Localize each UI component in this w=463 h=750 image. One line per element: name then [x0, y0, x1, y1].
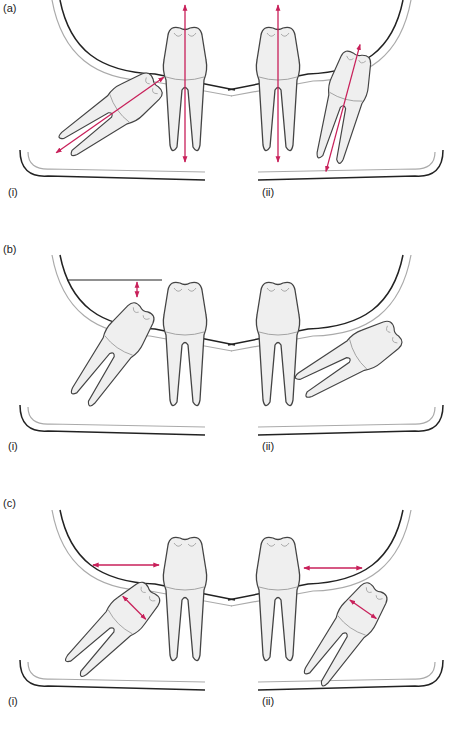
panel-letter: (a) — [3, 2, 16, 15]
sub-panel-label: (i) — [8, 695, 18, 708]
panel-b-right — [228, 255, 443, 435]
tooth-drawing-part — [20, 0, 235, 180]
tooth-drawing-part — [54, 67, 167, 163]
tooth-drawing-part — [65, 298, 161, 411]
tooth-drawing-part — [298, 578, 394, 691]
panel-letter: (b) — [3, 243, 16, 256]
tooth-drawing-part — [277, 5, 278, 162]
tooth-drawing-part — [291, 315, 407, 404]
tooth-drawing-part — [20, 255, 235, 435]
tooth-drawing-part — [228, 510, 443, 690]
tooth-drawing-part — [228, 255, 443, 435]
tooth-drawing-part — [350, 600, 377, 619]
sub-panel-label: (ii) — [262, 186, 274, 199]
panel-c-left — [20, 510, 235, 690]
tooth-drawing-part — [326, 45, 360, 172]
tooth-drawing-part — [65, 298, 161, 411]
sub-panel-label: (ii) — [262, 695, 274, 708]
tooth-drawing-part — [93, 564, 159, 565]
panel-letter: (c) — [3, 497, 16, 510]
tooth-drawing-part — [123, 596, 146, 619]
tooth-drawing-part — [304, 567, 362, 568]
tooth-drawing-part — [163, 282, 206, 405]
panel-b-left — [20, 255, 235, 435]
tooth-drawing-part — [60, 576, 166, 682]
tooth-drawing-part — [291, 315, 407, 404]
tooth-drawing-part — [45, 61, 175, 168]
tooth-drawing-part — [307, 39, 379, 176]
tooth-drawing-part — [60, 576, 166, 682]
panel-c-right — [228, 510, 443, 691]
sub-panel-label: (i) — [8, 186, 18, 199]
sub-panel-label: (ii) — [262, 440, 274, 453]
tooth-drawing-part — [256, 282, 299, 405]
tooth-drawing-part — [56, 77, 164, 152]
tooth-drawing-part — [20, 510, 235, 690]
tooth-drawing-part — [163, 537, 206, 660]
tooth-drawing-part — [256, 537, 299, 660]
tooth-drawing-part — [228, 0, 443, 180]
panel-a-left — [20, 0, 235, 180]
panel-a-right — [228, 0, 443, 180]
tooth-drawing-part — [298, 578, 394, 691]
tooth-drawing-part — [136, 282, 137, 297]
tooth-drawing-part — [184, 5, 185, 162]
sub-panel-label: (i) — [8, 440, 18, 453]
tooth-drawing-part — [67, 279, 162, 280]
